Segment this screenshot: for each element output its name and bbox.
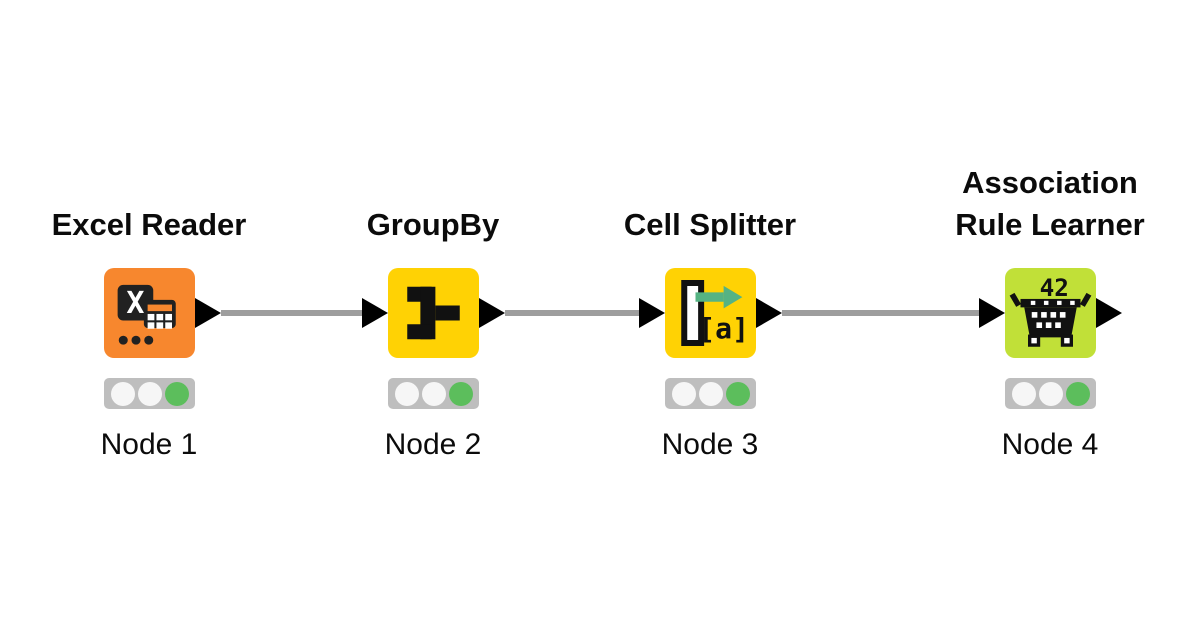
status-light-executed	[164, 381, 189, 406]
status-light-configured	[137, 381, 162, 406]
node-2-label[interactable]: Node 2	[384, 428, 482, 461]
node-3-title: Cell Splitter	[623, 207, 797, 242]
node-4-input-port[interactable]	[979, 298, 1005, 328]
connector-node2-node3[interactable]	[505, 310, 639, 316]
association-rule-learner-icon: 42	[1009, 273, 1092, 347]
node-3-output-port[interactable]	[756, 298, 782, 328]
status-light-idle	[394, 381, 419, 406]
status-light-configured	[698, 381, 723, 406]
status-light-executed	[448, 381, 473, 406]
status-light-executed	[1065, 381, 1090, 406]
node-2-title: GroupBy	[366, 207, 500, 242]
status-light-configured	[421, 381, 446, 406]
node-1-status	[104, 378, 195, 409]
node-3-label[interactable]: Node 3	[661, 428, 759, 461]
connector-node3-node4[interactable]	[782, 310, 979, 316]
node-2-status	[388, 378, 479, 409]
status-light-idle	[671, 381, 696, 406]
bracket-a-glyph: [a]	[698, 312, 749, 345]
status-light-idle	[110, 381, 135, 406]
node-4-status	[1005, 378, 1096, 409]
status-light-executed	[725, 381, 750, 406]
node-2-output-port[interactable]	[479, 298, 505, 328]
node-3-status	[665, 378, 756, 409]
node-association-rule-learner[interactable]: 42	[1005, 268, 1096, 358]
basket-42-glyph: 42	[1040, 273, 1069, 302]
connector-node1-node2[interactable]	[221, 310, 362, 316]
node-groupby[interactable]	[388, 268, 479, 358]
node-1-label[interactable]: Node 1	[100, 428, 198, 461]
node-cell-splitter[interactable]: [a]	[665, 268, 756, 358]
status-light-configured	[1038, 381, 1063, 406]
excel-reader-icon: X	[117, 284, 176, 345]
node-2-input-port[interactable]	[362, 298, 388, 328]
cell-splitter-icon: [a]	[681, 280, 749, 346]
node-4-title: Association Rule Learner	[955, 165, 1145, 242]
node-4-output-port[interactable]	[1096, 298, 1122, 328]
node-1-title: Excel Reader	[51, 207, 247, 242]
node-4-label[interactable]: Node 4	[1001, 428, 1099, 461]
groupby-icon	[407, 286, 460, 340]
node-3-input-port[interactable]	[639, 298, 665, 328]
excel-x-glyph: X	[126, 286, 144, 321]
node-1-output-port[interactable]	[195, 298, 221, 328]
node-excel-reader[interactable]: X	[104, 268, 195, 358]
status-light-idle	[1011, 381, 1036, 406]
